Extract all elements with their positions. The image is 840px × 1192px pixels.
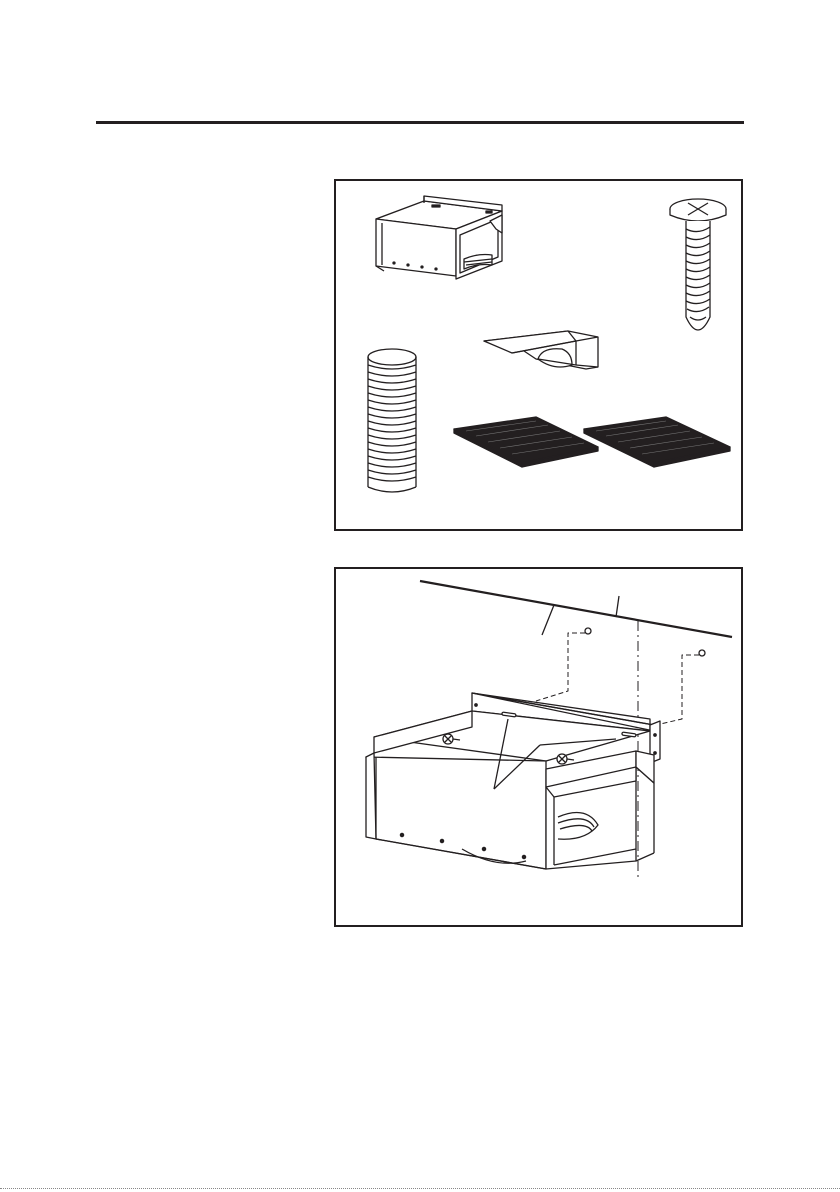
duct-adapter-part-icon	[484, 331, 598, 369]
ceiling-line	[420, 581, 732, 637]
parts-figure	[334, 179, 743, 531]
screw-part-icon	[670, 199, 726, 330]
leader-line-1	[542, 605, 554, 635]
charcoal-filter-right-icon	[584, 417, 730, 467]
ceiling-hole-right	[699, 650, 705, 656]
installation-figure	[334, 567, 743, 927]
charcoal-filter-left-icon	[454, 417, 598, 467]
ceiling-hole-left	[585, 628, 591, 634]
header-rule	[96, 121, 744, 124]
flexible-duct-part-icon	[368, 349, 416, 492]
leader-line-2	[616, 596, 619, 617]
mounting-bracket	[366, 693, 660, 869]
installation-illustration	[336, 569, 741, 925]
parts-illustration	[336, 181, 741, 529]
bracket-part-icon	[376, 196, 502, 279]
screw-right-icon	[557, 754, 574, 764]
page-bottom-edge	[0, 1188, 840, 1190]
